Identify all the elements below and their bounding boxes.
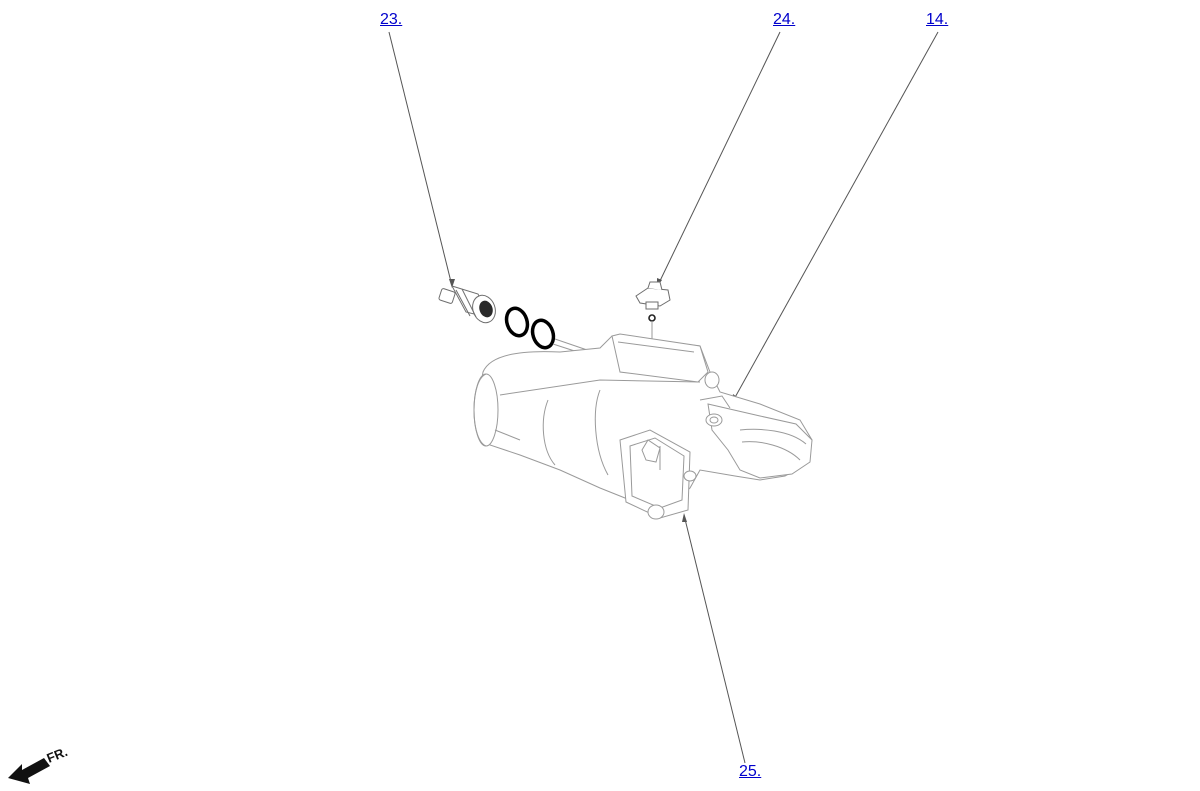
leader-arrow-23 [449,279,455,288]
callout-part-14[interactable]: 14. [926,11,949,28]
front-label: FR. [45,744,70,766]
leader-line-24 [657,31,781,286]
o-rings [504,306,556,350]
leader-line-23 [388,31,453,287]
callout-part-23[interactable]: 23. [380,11,403,28]
part-23-valve [438,285,496,324]
o-ring-2 [530,318,556,350]
leader-line-14 [732,31,939,402]
leader-line-25 [683,514,746,764]
leader-arrow-25 [682,513,687,522]
part-14-canister [473,333,813,520]
callout-part-25[interactable]: 25. [739,763,762,780]
front-arrow-icon [8,758,50,784]
o-ring-1 [504,306,530,338]
front-direction-indicator: FR. [8,744,70,784]
callout-part-24[interactable]: 24. [773,11,796,28]
